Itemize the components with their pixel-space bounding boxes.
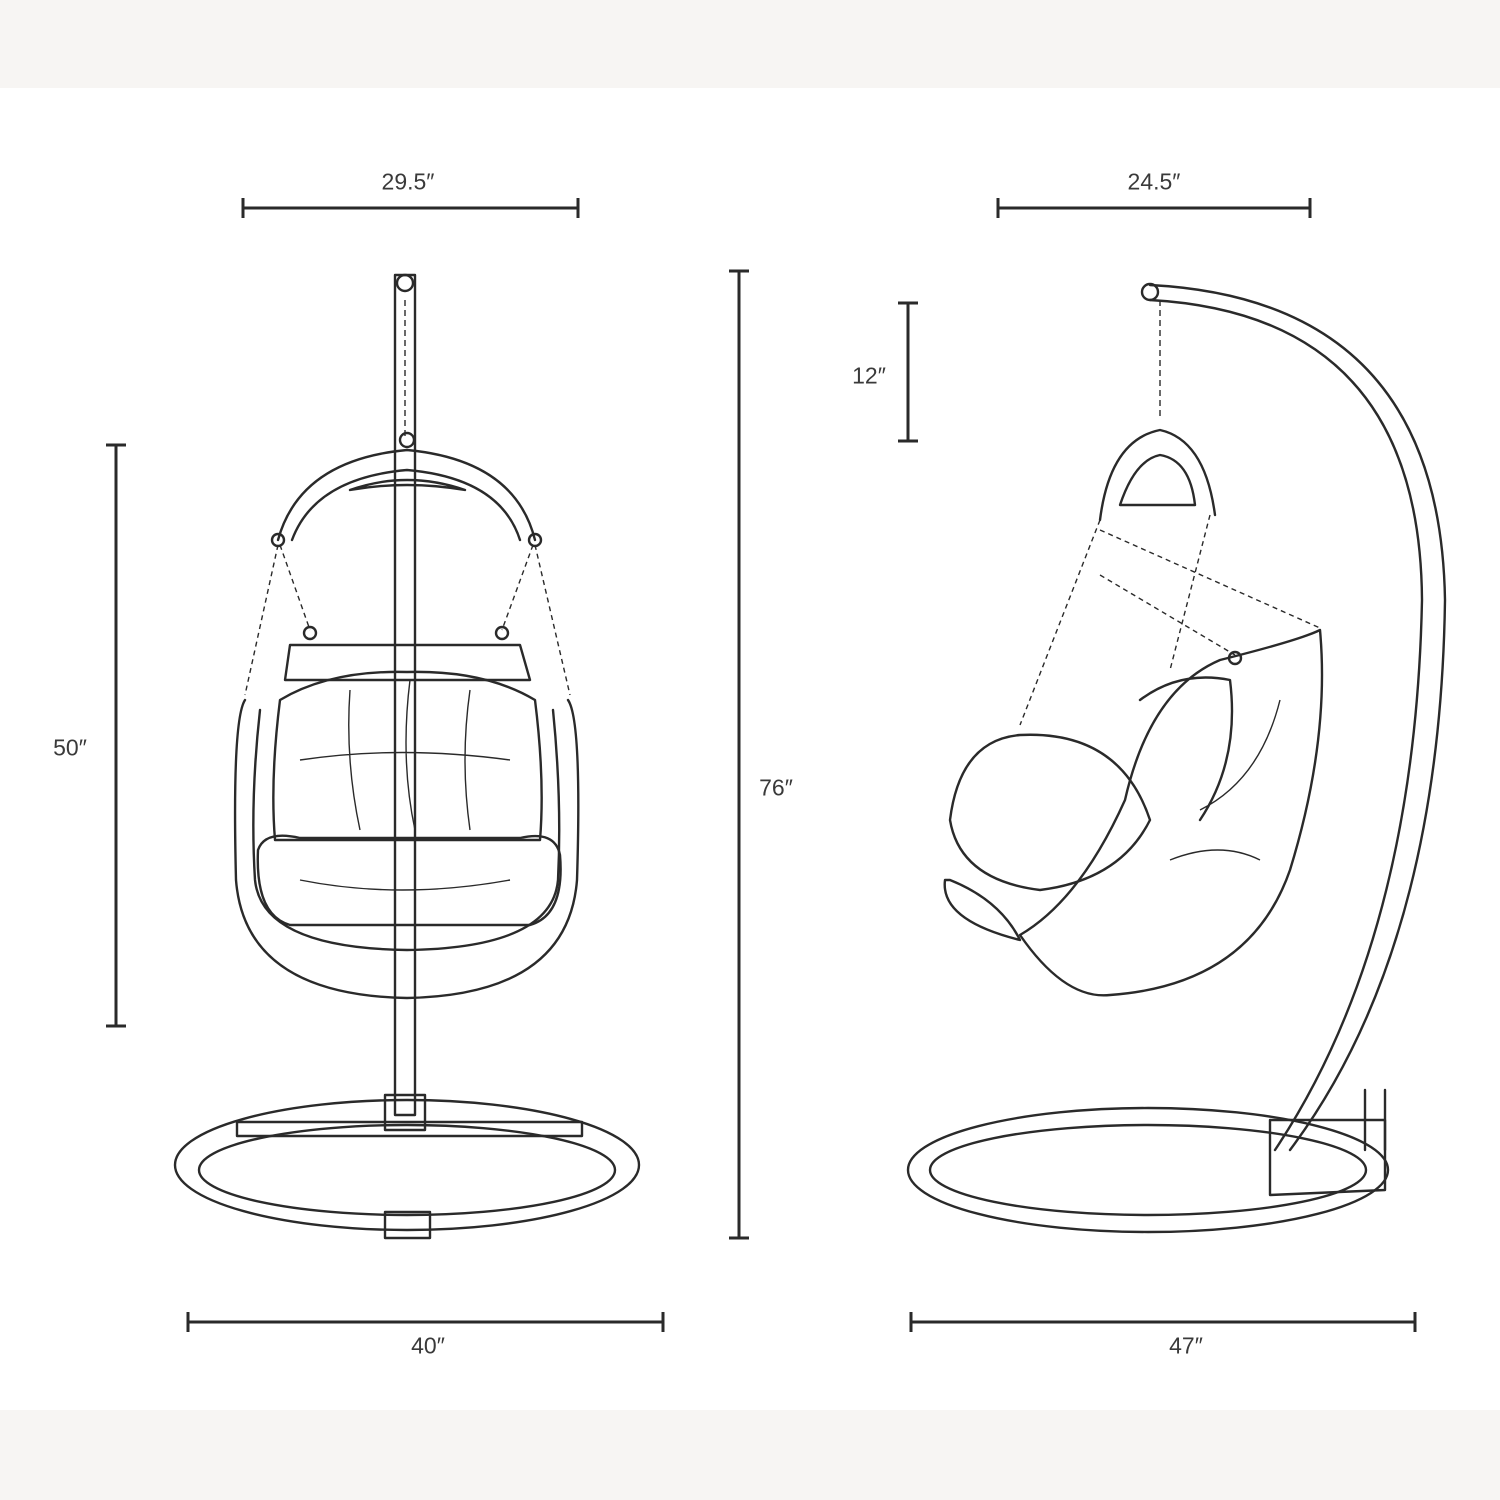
side-base-depth-label: 47″	[1169, 1332, 1203, 1359]
dimension-chain-length	[898, 301, 918, 443]
dimension-total-height	[729, 269, 749, 1240]
side-top-width-label: 24.5″	[1127, 168, 1181, 195]
front-top-width-label: 29.5″	[381, 168, 435, 195]
total-height-label: 76″	[759, 774, 793, 801]
chain-length-label: 12″	[852, 362, 886, 389]
dimension-side-base-depth	[909, 1312, 1417, 1332]
dimension-side-top-width	[996, 198, 1312, 218]
front-base-width-label: 40″	[411, 1332, 445, 1359]
side-view-chair	[906, 282, 1447, 1234]
dimension-front-top-width	[241, 198, 580, 218]
front-chair-height-label: 50″	[53, 734, 87, 761]
dimension-front-base-width	[186, 1312, 665, 1332]
front-view-chair	[173, 273, 641, 1240]
dimension-front-chair-height	[106, 443, 126, 1028]
diagram-canvas	[0, 88, 1500, 1410]
